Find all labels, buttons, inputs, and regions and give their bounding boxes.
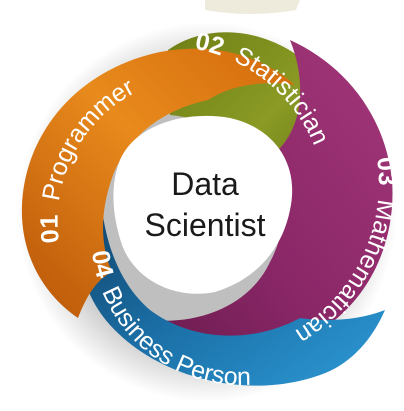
- segment-business-person: [78, 175, 386, 386]
- center-title-line1: Data: [171, 166, 239, 202]
- center-title-line2: Scientist: [145, 207, 266, 243]
- top-tab-decoration: [205, 0, 300, 14]
- segment-programmer: [21, 48, 296, 318]
- center-hole: [113, 115, 293, 294]
- segment-number-04: 04: [86, 248, 119, 280]
- segment-number-03: 03: [371, 156, 401, 186]
- segment-mathematician: [150, 40, 393, 356]
